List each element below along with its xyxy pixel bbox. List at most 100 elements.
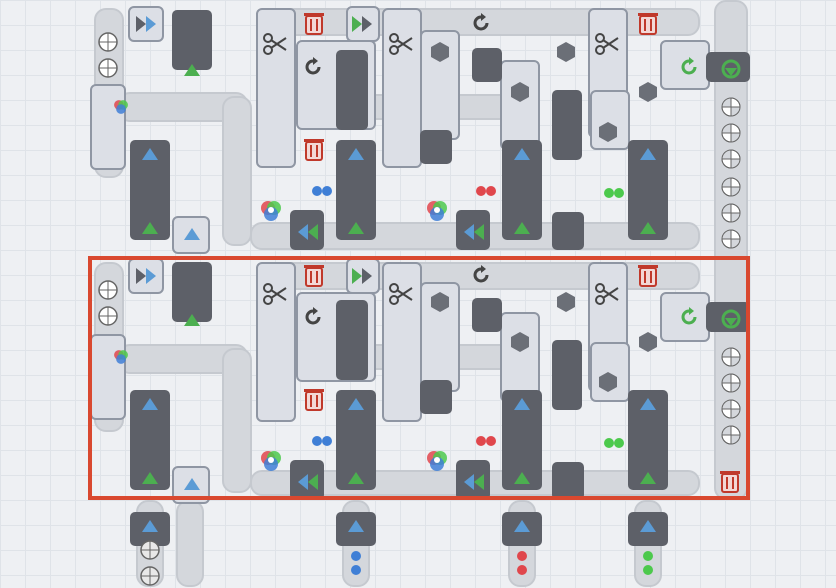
processor-11[interactable] <box>472 298 502 332</box>
color-mixer-icon <box>261 201 281 221</box>
arrow-up-icon <box>184 64 200 76</box>
belt-speed-box-2[interactable] <box>346 6 380 42</box>
arrow-left-icon <box>464 474 484 490</box>
green-shape-cluster-icon <box>604 438 624 448</box>
trash-icon[interactable] <box>302 386 326 412</box>
rotate-icon <box>681 57 697 75</box>
circle-shape-icon <box>98 58 118 78</box>
trash-icon[interactable] <box>636 262 660 288</box>
blue-shape-cluster-icon <box>351 551 361 575</box>
arrow-up-icon <box>184 314 200 326</box>
arrow-up-icon <box>514 520 530 532</box>
hex-building-2[interactable] <box>500 60 540 150</box>
quadrant-shape-icon <box>721 347 741 367</box>
arrow-up-icon <box>640 398 656 410</box>
arrow-left-icon <box>298 474 318 490</box>
processor-3[interactable] <box>472 48 502 82</box>
arrow-right-icon <box>352 16 372 32</box>
hexagon-icon <box>511 82 529 102</box>
green-shape-cluster-icon <box>643 551 653 575</box>
hex-building-5[interactable] <box>500 312 540 402</box>
trash-icon[interactable] <box>636 10 660 36</box>
blue-shape-cluster-icon <box>312 436 332 446</box>
arrow-up-icon <box>142 398 158 410</box>
cutter-scissors-icon <box>389 33 413 55</box>
hexagon-icon <box>639 332 657 352</box>
cutter-scissors-icon <box>595 283 619 305</box>
arrow-up-icon <box>142 472 158 484</box>
arrow-up-icon <box>514 472 530 484</box>
panel-building-2[interactable] <box>660 40 710 90</box>
merger-icon <box>721 309 741 329</box>
hexagon-icon <box>431 42 449 62</box>
cutter-scissors-icon <box>263 33 287 55</box>
quadrant-shape-icon <box>721 425 741 445</box>
arrow-up-icon <box>142 148 158 160</box>
rotate-icon <box>305 57 321 75</box>
splitter-building-1[interactable] <box>90 84 126 170</box>
rotate-icon <box>473 265 489 283</box>
quadrant-shape-icon <box>721 229 741 249</box>
hexagon-icon <box>599 372 617 392</box>
arrow-up-icon <box>348 148 364 160</box>
arrow-right-icon <box>136 16 156 32</box>
red-shape-cluster-icon <box>476 186 496 196</box>
rotate-icon <box>305 307 321 325</box>
hexagon-icon <box>511 332 529 352</box>
circle-shape-icon <box>98 280 118 300</box>
arrow-up-icon <box>514 148 530 160</box>
arrow-up-icon <box>640 222 656 234</box>
selection-rectangle[interactable] <box>88 256 750 500</box>
quadrant-shape-icon <box>721 203 741 223</box>
hexagon-icon <box>557 42 575 62</box>
color-mixer-icon <box>427 201 447 221</box>
trash-icon[interactable] <box>302 136 326 162</box>
trash-icon[interactable] <box>302 262 326 288</box>
rotate-icon <box>473 13 489 31</box>
rotate-icon <box>681 307 697 325</box>
quadrant-shape-icon <box>721 399 741 419</box>
processor-9[interactable] <box>336 300 368 380</box>
cutter-scissors-icon <box>595 33 619 55</box>
color-mixer-icon <box>114 350 128 364</box>
cutter-building-1[interactable] <box>256 8 296 168</box>
cutter-scissors-icon <box>389 283 413 305</box>
quadrant-shape-icon <box>721 97 741 117</box>
arrow-up-icon <box>348 472 364 484</box>
arrow-left-icon <box>298 224 318 240</box>
arrow-up-icon <box>514 398 530 410</box>
tunnel-5[interactable] <box>172 10 212 70</box>
processor-1[interactable] <box>336 50 368 130</box>
cutter-scissors-icon <box>263 283 287 305</box>
color-mixer-icon <box>261 451 281 471</box>
processor-7[interactable] <box>552 212 584 250</box>
arrow-left-icon <box>464 224 484 240</box>
circle-shape-icon <box>140 540 160 560</box>
arrow-up-icon <box>514 222 530 234</box>
quadrant-shape-icon <box>721 123 741 143</box>
processor-15[interactable] <box>552 462 584 500</box>
blue-shape-cluster-icon <box>312 186 332 196</box>
processor-12[interactable] <box>552 340 582 410</box>
tunnel-10[interactable] <box>172 262 212 322</box>
arrow-up-icon <box>640 472 656 484</box>
merger-icon <box>721 59 741 79</box>
hex-building-3[interactable] <box>590 90 630 150</box>
conveyor-output-2[interactable] <box>176 500 204 587</box>
processor-10[interactable] <box>420 380 452 414</box>
conveyor-loop-top-down[interactable] <box>222 96 252 246</box>
cutter-building-4[interactable] <box>256 262 296 422</box>
quadrant-shape-icon <box>721 373 741 393</box>
processor-4[interactable] <box>552 90 582 160</box>
arrow-up-icon <box>348 222 364 234</box>
conveyor-loop-bottom-down[interactable] <box>222 348 252 493</box>
arrow-up-icon <box>184 478 200 490</box>
arrow-up-icon <box>142 520 158 532</box>
trash-icon[interactable] <box>718 468 742 494</box>
hex-building-6[interactable] <box>590 342 630 402</box>
hexagon-icon <box>557 292 575 312</box>
trash-icon[interactable] <box>302 10 326 36</box>
arrow-right-icon <box>136 268 156 284</box>
processor-2[interactable] <box>420 130 452 164</box>
